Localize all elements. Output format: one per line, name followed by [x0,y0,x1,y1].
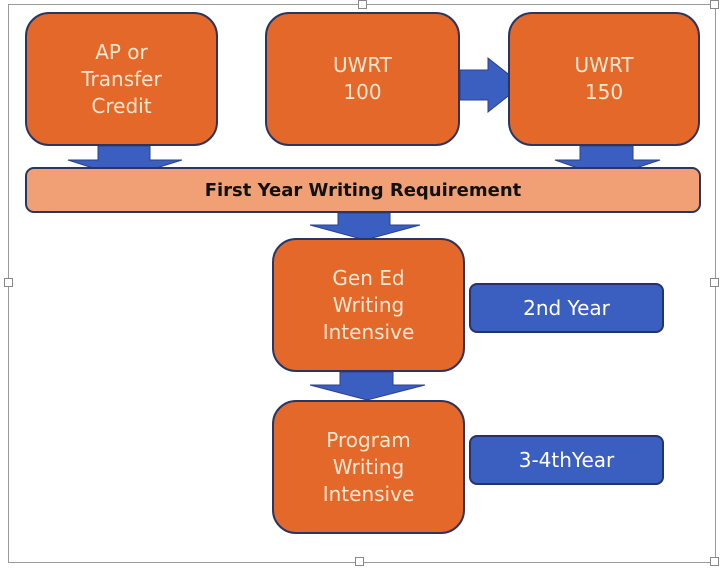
resize-handle-bottom[interactable] [355,557,364,566]
first-year-requirement-band: First Year Writing Requirement [25,167,701,213]
arrow-right-icon [459,56,523,114]
arrow-down-icon [309,212,421,241]
ap-transfer-credit-box: AP or Transfer Credit [25,12,218,146]
resize-handle-right[interactable] [710,278,719,287]
program-writing-intensive-box: Program Writing Intensive [272,400,465,534]
gen-ed-writing-intensive-box: Gen Ed Writing Intensive [272,238,465,372]
arrow-down-icon [309,371,426,401]
second-year-tag: 2nd Year [469,283,664,333]
resize-handle-left[interactable] [4,278,13,287]
uwrt-100-box: UWRT 100 [265,12,460,146]
third-fourth-year-tag: 3-4thYear [469,435,664,485]
resize-handle-top[interactable] [358,0,367,9]
resize-handle-top-right[interactable] [710,0,719,9]
resize-handle-bottom-right[interactable] [710,557,719,566]
uwrt-150-box: UWRT 150 [508,12,700,146]
